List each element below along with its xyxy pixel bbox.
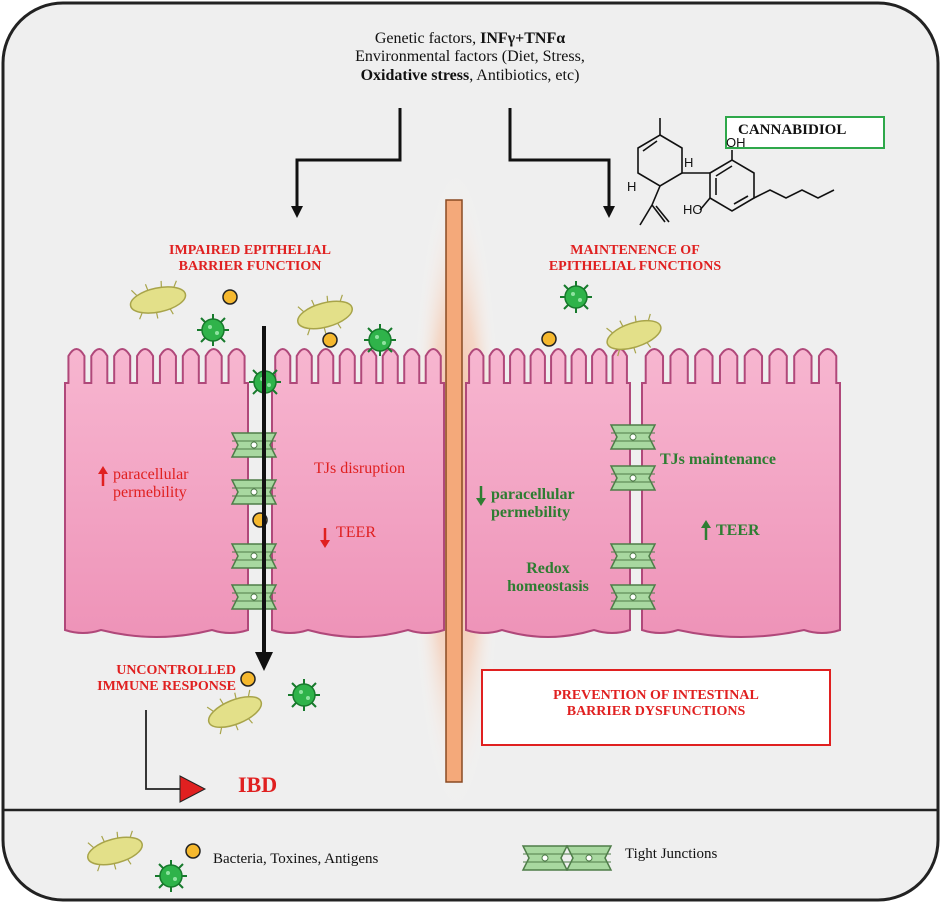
factors-line3-bold: Oxidative stress xyxy=(360,66,470,84)
cell-right-2 xyxy=(641,348,841,638)
ibd-label: IBD xyxy=(238,772,278,797)
factors-line1: Genetic factors, xyxy=(374,30,481,47)
right-para-line2: permebility xyxy=(491,504,571,522)
cell-left-2 xyxy=(271,348,445,638)
left-tjs-label: TJs disruption xyxy=(314,460,406,477)
barrier-bar xyxy=(445,199,463,783)
right-para-line1: paracellular xyxy=(491,486,575,503)
left-para-line1: paracellular xyxy=(113,466,189,483)
redox-line1: Redox xyxy=(526,560,570,577)
cannabidiol-structure xyxy=(637,118,835,226)
oh-bottom-label: HO xyxy=(683,202,703,217)
factors-line1-bold: INFγ+TNFα xyxy=(480,30,566,47)
oh-top-label: OH xyxy=(726,135,746,150)
right-title-line1: MAINTENENCE OF xyxy=(570,243,700,258)
right-title: MAINTENENCE OF EPITHELIAL FUNCTIONS xyxy=(505,243,765,275)
prevention-text: PREVENTION OF INTESTINAL BARRIER DYSFUNC… xyxy=(481,688,831,720)
left-title-line1: IMPAIRED EPITHELIAL xyxy=(169,243,331,258)
legend-pathogens-label: Bacteria, Toxines, Antigens xyxy=(213,851,379,867)
left-paracellular: paracellular permebility xyxy=(113,466,189,503)
immune-response-label: UNCONTROLLED IMMUNE RESPONSE xyxy=(94,663,236,695)
indicator-arrows xyxy=(98,466,711,548)
epithelial-cells xyxy=(64,348,841,638)
left-para-line2: permebility xyxy=(113,484,187,502)
factors-line2: Environmental factors (Diet, Stress, xyxy=(355,48,585,66)
right-paracellular: paracellular permebility xyxy=(491,486,575,523)
cannabidiol-label: CANNABIDIOL xyxy=(738,122,847,138)
h-label-2: H xyxy=(627,179,637,194)
factors-line3: , Antibiotics, etc) xyxy=(469,66,580,84)
arrow-right xyxy=(508,108,611,212)
left-title-line2: BARRIER FUNCTION xyxy=(178,259,322,275)
redox-line2: homeostasis xyxy=(507,578,589,596)
h-label-1: H xyxy=(684,155,694,170)
cannabidiol-box xyxy=(725,116,885,149)
top-factors-text: Genetic factors, INFγ+TNFα Environmental… xyxy=(250,30,690,85)
cell-left-1 xyxy=(64,348,249,638)
immune-line2: IMMUNE RESPONSE xyxy=(97,679,236,695)
ibd-arrow xyxy=(145,710,180,790)
immune-line1: UNCONTROLLED xyxy=(116,663,236,678)
right-tjs-label: TJs maintenance xyxy=(660,451,776,468)
arrow-left xyxy=(295,108,402,212)
right-teer-label: TEER xyxy=(716,522,760,539)
prevention-box xyxy=(481,669,831,746)
redox-label: Redox homeostasis xyxy=(488,560,608,597)
right-title-line2: EPITHELIAL FUNCTIONS xyxy=(548,259,722,275)
prevention-line2: BARRIER DYSFUNCTIONS xyxy=(566,704,746,720)
legend-tj-label: Tight Junctions xyxy=(625,846,718,862)
prevention-line1: PREVENTION OF INTESTINAL xyxy=(553,688,759,703)
cell-right-1 xyxy=(465,348,631,638)
left-teer-label: TEER xyxy=(336,524,376,541)
left-title: IMPAIRED EPITHELIAL BARRIER FUNCTION xyxy=(130,243,370,275)
